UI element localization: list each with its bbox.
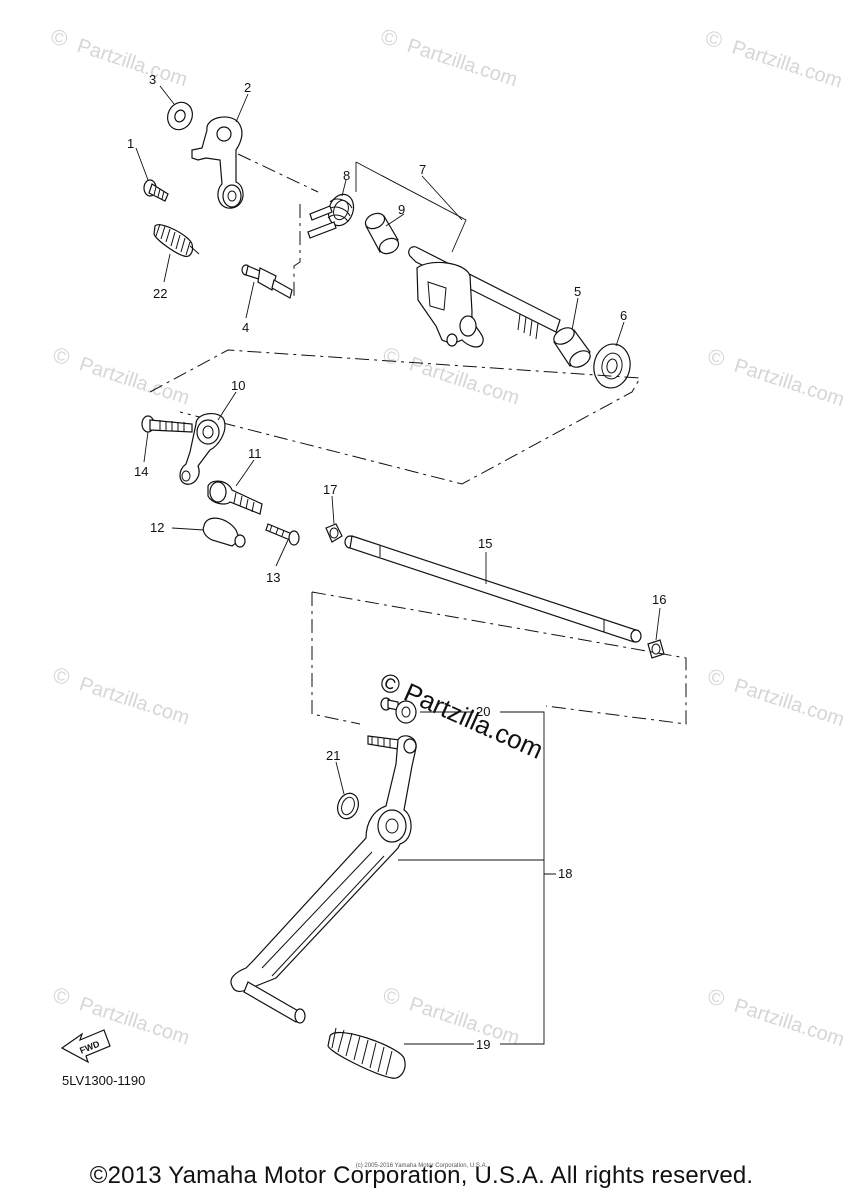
part-1-bolt [143, 179, 169, 202]
watermark-text: Partzilla.com [404, 35, 520, 91]
part-16-nut [647, 639, 665, 659]
callout-5: 5 [574, 284, 581, 299]
callout-bracket-18 [398, 711, 556, 1045]
diagram-code: 5LV1300-1190 [62, 1073, 146, 1088]
callout-11: 11 [248, 446, 262, 461]
callout-9: 9 [398, 202, 405, 217]
watermark-layer: ©Partzilla.com ©Partzilla.com ©Partzilla… [48, 23, 843, 1051]
callout-7: 7 [419, 162, 426, 177]
assembly-outline-middle [149, 349, 641, 485]
part-18-shift-pedal [230, 735, 417, 1024]
assembly-lines-upper [237, 153, 467, 298]
callout-21: 21 [326, 748, 340, 763]
callout-6: 6 [620, 308, 627, 323]
watermark-text: Partzilla.com [731, 675, 843, 731]
callout-19: 19 [476, 1037, 490, 1052]
watermark-symbol: © [380, 982, 403, 1011]
watermark-symbol: © [703, 25, 726, 54]
watermark-text: Partzilla.com [729, 36, 843, 92]
part-22-spring [153, 223, 200, 257]
watermark-symbol: © [705, 343, 728, 372]
part-8-torsion-spring [307, 193, 355, 239]
watermark-text: Partzilla.com [407, 993, 523, 1049]
callout-labels: 3 2 1 8 7 9 22 4 5 6 10 14 11 17 12 13 1… [127, 72, 666, 1052]
watermark-text: Partzilla.com [731, 355, 843, 411]
watermark-symbol: © [705, 663, 728, 692]
callout-16: 16 [652, 592, 666, 607]
part-6-oil-seal [593, 343, 631, 389]
assembly-outline-lower [311, 591, 687, 725]
part-13-screw [265, 523, 300, 546]
small-copyright: (c) 2005-2016 Yamaha Motor Corporation, … [355, 1163, 488, 1169]
callout-4: 4 [242, 320, 249, 335]
callout-8: 8 [343, 168, 350, 183]
callout-20: 20 [476, 704, 490, 719]
part-10-shift-arm [179, 413, 226, 485]
watermark-symbol: © [378, 23, 401, 52]
watermark-text: Partzilla.com [77, 353, 193, 409]
fwd-arrow-icon: FWD [60, 1029, 111, 1064]
callout-1: 1 [127, 136, 134, 151]
watermark-symbol: © [705, 983, 728, 1012]
callout-13: 13 [266, 570, 280, 585]
part-5-collar [553, 327, 591, 368]
callout-10: 10 [231, 378, 245, 393]
part-17-nut [325, 523, 343, 543]
part-14-bolt [141, 415, 193, 433]
part-15-shift-rod [344, 535, 642, 643]
footer-copyright: ©2013 Yamaha Motor Corporation, U.S.A. A… [89, 1162, 754, 1189]
part-3-washer [167, 101, 193, 131]
callout-18: 18 [558, 866, 572, 881]
watermark-text: Partzilla.com [731, 995, 843, 1051]
part-21-o-ring [337, 792, 359, 820]
callout-3: 3 [149, 72, 156, 87]
part-11-joint [207, 480, 263, 515]
callout-12: 12 [150, 520, 164, 535]
part-2-stopper-lever [191, 116, 244, 209]
watermark-text: Partzilla.com [74, 35, 190, 91]
callout-14: 14 [134, 464, 148, 479]
watermark-symbol: © [50, 982, 73, 1011]
callout-17: 17 [323, 482, 337, 497]
watermark-symbol: © [50, 342, 73, 371]
part-9-collar [364, 212, 400, 255]
leader-lines [135, 85, 661, 795]
watermark-text: Partzilla.com [407, 353, 523, 409]
callout-2: 2 [244, 80, 251, 95]
part-12-joint-cover [202, 517, 246, 548]
part-20-bolt [380, 697, 417, 724]
watermark-text: Partzilla.com [77, 673, 193, 729]
part-7-shift-shaft [408, 246, 561, 348]
callout-22: 22 [153, 286, 167, 301]
watermark-symbol: © [380, 342, 403, 371]
watermark-symbol: © [48, 23, 71, 52]
part-4-stud-bolt [241, 264, 293, 299]
part-19-foot-rubber [327, 1027, 406, 1079]
callout-15: 15 [478, 536, 492, 551]
watermark-symbol: © [50, 662, 73, 691]
